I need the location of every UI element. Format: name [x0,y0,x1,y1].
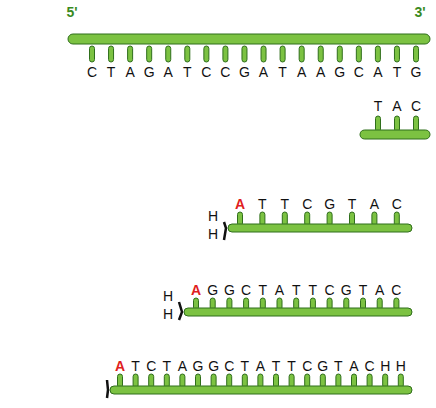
base-letter: H [208,227,218,241]
base-tooth [280,46,285,62]
base-letter: A [164,65,173,79]
base-tooth [375,46,380,62]
base-letter: G [207,283,218,297]
base-tooth [394,46,399,62]
base-letter: T [309,283,318,297]
base-tooth [109,46,114,62]
base-letter: T [374,99,383,113]
base-tooth [337,46,342,62]
strand-backbone [110,386,412,394]
base-tooth [204,46,209,62]
base-letter: A [191,283,201,297]
base-letter: C [146,359,156,373]
base-tooth [318,46,323,62]
base-letter: C [354,65,364,79]
base-letter: T [359,283,368,297]
base-letter: A [375,283,384,297]
base-tooth [299,46,304,62]
base-letter: T [334,359,343,373]
base-letter: H [208,209,218,223]
strand-backbone [184,308,412,316]
base-letter: A [349,359,358,373]
base-letter: T [348,197,357,211]
base-letter: H [163,289,173,303]
base-tooth [223,46,228,62]
base-letter: C [302,359,312,373]
base-letter: A [297,65,306,79]
base-letter: T [278,65,287,79]
base-letter: T [183,65,192,79]
strand-end: 5' [66,5,77,19]
base-letter: C [87,65,97,79]
base-letter: T [259,283,268,297]
base-tooth [261,46,266,62]
hydrogen-bond [224,222,226,240]
base-letter: A [275,283,284,297]
base-letter: G [193,359,204,373]
base-tooth [90,46,95,62]
base-letter: H [163,307,173,321]
base-letter: C [220,65,230,79]
base-letter: T [393,65,402,79]
base-letter: C [365,359,375,373]
base-letter: T [258,197,267,211]
base-letter: A [370,197,379,211]
base-letter: G [411,65,422,79]
base-letter: T [287,359,296,373]
base-letter: C [392,197,402,211]
base-teeth [90,46,419,62]
base-tooth [185,46,190,62]
base-letter: T [281,197,290,211]
hydrogen-bond [107,380,108,398]
base-tooth [414,46,419,62]
base-letter: T [163,359,172,373]
base-letter: T [107,65,116,79]
base-letter: A [125,65,134,79]
base-letter: C [302,197,312,211]
strand-backbone [228,224,412,232]
base-letter: A [373,65,382,79]
base-tooth [166,46,171,62]
base-tooth [356,46,361,62]
base-letter: A [316,65,325,79]
base-letter: A [178,359,187,373]
base-letter: G [208,359,219,373]
strand-end: 3' [414,5,425,19]
base-letter: A [259,65,268,79]
strand-backbone [360,130,430,139]
base-tooth [242,46,247,62]
base-letter: G [224,283,235,297]
base-letter: C [411,99,421,113]
base-letter: A [235,197,245,211]
base-letter: C [201,65,211,79]
base-letter: C [325,283,335,297]
base-letter: C [241,283,251,297]
base-letter: T [292,283,301,297]
base-letter: A [256,359,265,373]
base-letter: G [317,359,328,373]
base-letter: A [115,359,125,373]
base-letter: G [324,197,335,211]
base-letter: H [396,359,406,373]
base-letter: H [380,359,390,373]
base-letter: T [131,359,140,373]
base-letter: G [341,283,352,297]
base-letter: G [334,65,345,79]
base-letter: C [391,283,401,297]
base-letter: C [224,359,234,373]
hydrogen-bond [179,302,182,320]
base-tooth [128,46,133,62]
base-letter: A [392,99,401,113]
base-letter: G [239,65,250,79]
base-letter: G [144,65,155,79]
base-letter: T [241,359,250,373]
base-letter: T [272,359,281,373]
strand-backbone [68,34,430,44]
base-tooth [147,46,152,62]
